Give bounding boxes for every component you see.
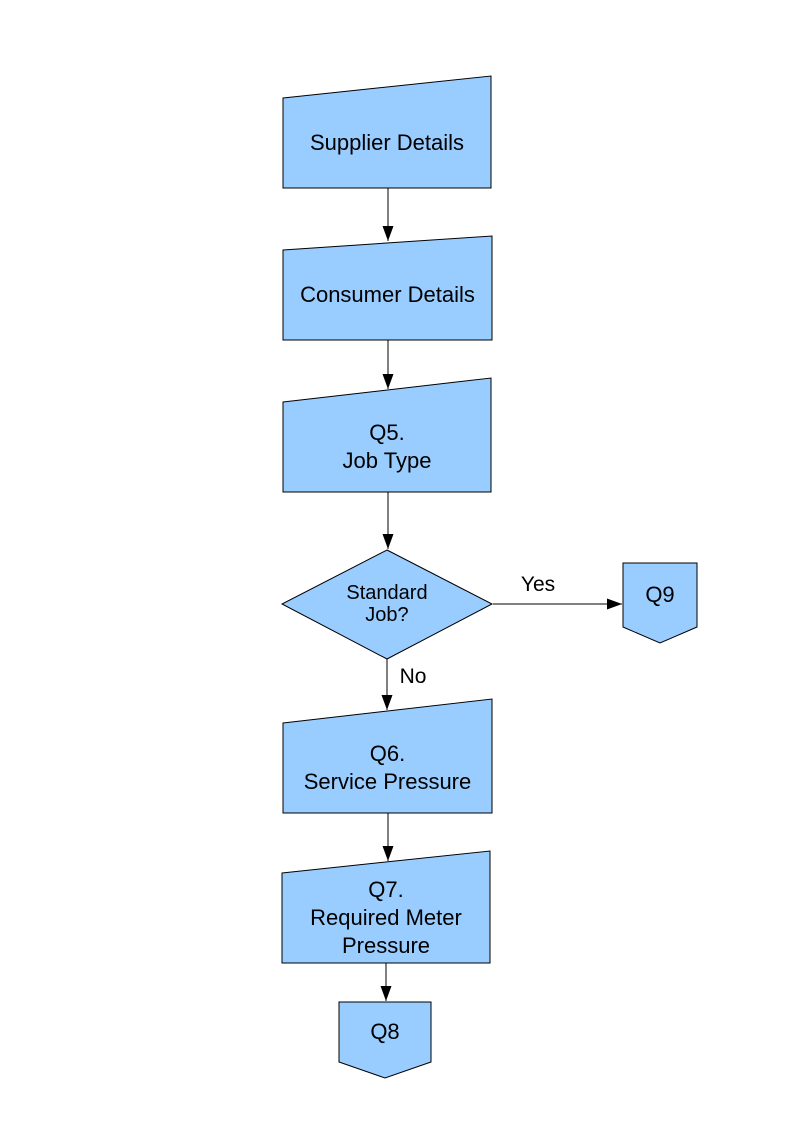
q5-job-type-label: Q5. Job Type (342, 420, 432, 473)
q7-required-meter-pressure-node (281, 850, 491, 964)
q8-connector-node (338, 1001, 432, 1079)
consumer-details-label: Consumer Details (300, 282, 475, 307)
q8-connector-label: Q8 (370, 1019, 400, 1044)
edge-label-no: No (399, 665, 427, 688)
q5-job-type-node (282, 377, 492, 493)
q9-connector-node (622, 562, 698, 644)
supplier-details-label: Supplier Details (309, 130, 465, 155)
edge-label-yes: Yes (520, 573, 556, 596)
standard-job-decision-label: Standard Job? (346, 582, 428, 626)
q7-required-meter-pressure-label: Q7. Required Meter Pressure (310, 877, 462, 958)
q9-connector-label: Q9 (645, 582, 675, 607)
consumer-details-node (282, 235, 493, 341)
q6-service-pressure-node (282, 698, 493, 814)
supplier-details-node (282, 75, 492, 189)
q6-service-pressure-label: Q6. Service Pressure (303, 741, 472, 794)
